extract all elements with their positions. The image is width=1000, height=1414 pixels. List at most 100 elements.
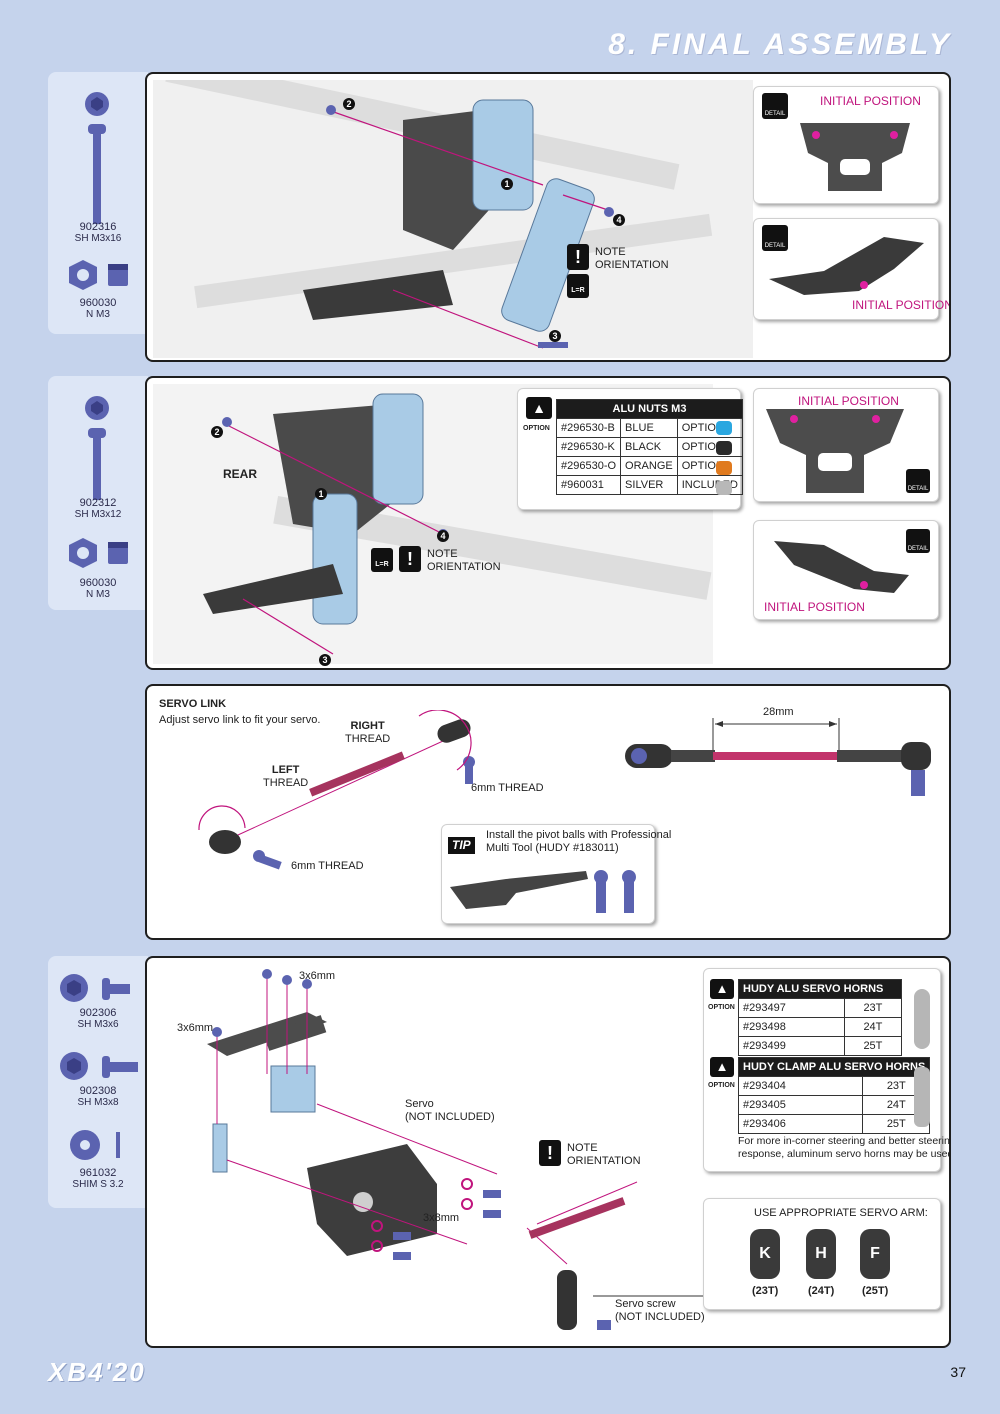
part-code: 902316 [79,221,117,233]
tip-badge: TIP [448,837,475,854]
page-number: 37 [950,1364,966,1380]
part-code: 902306 [79,1007,117,1019]
section-title: 8. FINAL ASSEMBLY [608,28,952,61]
servo-mount-exploded-illustration [207,969,707,1330]
part-desc: SHIM S 3.2 [72,1179,124,1190]
detail-zoom-icon: DETAIL [906,529,930,553]
thread-6mm-lower: 6mm THREAD [291,860,364,872]
note-label: NOTE [595,246,626,258]
step2-panel: REAR 2 1 4 3 L=R ! NOTE ORIENTATION ▲ OP… [145,376,951,670]
servo-arm-f-teeth: (25T) [862,1285,889,1297]
detail-card-arm: DETAIL INITIAL POSITION [753,520,939,620]
callout-1: 1 [501,178,513,190]
callout-3: 3 [549,330,561,342]
part-desc: SH M3x8 [77,1097,119,1108]
callout-4: 4 [613,214,625,226]
callout-2: 2 [343,98,355,110]
tip-card: TIP Install the pivot balls with Profess… [441,824,671,924]
option-label: OPTION [708,1082,735,1089]
servo-link-panel: SERVO LINK Adjust servo link to fit your… [145,684,951,940]
detail-card-shock-tower: DETAIL INITIAL POSITION [753,86,939,204]
detail-zoom-icon: DETAIL [762,225,788,251]
callout-2: 2 [211,426,223,438]
right-thread-label: RIGHT [350,720,385,732]
shock-tower-drawing [766,409,904,493]
nut-swatch-icon [716,461,732,475]
option-label: OPTION [523,425,550,432]
bolt-902306-icon [60,974,130,1002]
left-right-same-icon: L=R [567,274,589,298]
detail-card-shock-tower: INITIAL POSITION DETAIL [753,388,939,502]
note-warning-icon: ! [567,244,589,270]
servo-mount-panel: 3x6mm 3x6mm Servo (NOT INCLUDED) 3x8mm S… [145,956,951,1348]
rear-shock-assembly-illustration [153,80,753,358]
part-desc: N M3 [86,589,110,600]
parts-sidebar-step2: 902312 SH M3x12 960030 N M3 [48,376,148,610]
bolt-902312-icon [85,396,109,500]
left-thread-sub: THREAD [263,777,309,789]
nut-color-swatches [716,421,736,501]
length-28mm: 28mm [763,706,794,718]
servo-arm-h-teeth: (24T) [808,1285,835,1297]
nut-swatch-icon [716,441,732,455]
part-code: 960030 [79,297,117,309]
initial-position-label: INITIAL POSITION [852,298,951,312]
servo-screw-not-included: (NOT INCLUDED) [615,1311,705,1323]
nut-swatch-icon [716,481,732,495]
part-code: 902308 [79,1085,117,1097]
servo-link-title: SERVO LINK [159,698,227,710]
shim-961032-icon [70,1130,120,1160]
callout-1: 1 [315,488,327,500]
parts-sidebar-step1: 902316 SH M3x16 960030 N M3 [48,72,148,334]
detail-zoom-icon: DETAIL [906,469,930,493]
table-title: HUDY ALU SERVO HORNS [738,979,902,999]
screw-3x6-top-label: 3x6mm [299,970,336,982]
detail-card-arm: DETAIL INITIAL POSITION [753,218,949,320]
part-desc: SH M3x16 [74,233,122,244]
table-title: ALU NUTS M3 [556,399,743,419]
part-desc: N M3 [86,309,110,320]
step1-panel: 2 1 4 3 ! NOTE ORIENTATION L=R DETAIL IN… [145,72,951,362]
nut-960030-icon [69,538,128,568]
thread-6mm-upper: 6mm THREAD [471,782,544,794]
option-label: OPTION [708,1004,735,1011]
note-label: NOTE [567,1142,598,1154]
shock-tower-drawing [800,123,910,191]
nut-swatch-icon [716,421,732,435]
callout-4: 4 [437,530,449,542]
suspension-arm-drawing [774,541,909,593]
detail-zoom-icon: DETAIL [762,93,788,119]
nut-960030-icon [69,260,128,290]
bolt-902316-icon [85,92,109,224]
servo-arm-title: USE APPROPRIATE SERVO ARM: [754,1207,928,1219]
screw-3x6-left-label: 3x6mm [177,1022,214,1034]
thumbs-up-icon: ▲ [710,979,734,999]
right-thread-sub: THREAD [345,733,391,745]
note-warning-icon: ! [539,1140,561,1166]
tip-text-line1: Install the pivot balls with Professiona… [486,829,672,841]
servo-screw-label: Servo screw [615,1298,676,1310]
initial-position-label: INITIAL POSITION [820,94,921,108]
note-orientation-label: ORIENTATION [595,259,669,271]
left-right-same-icon: L=R [371,548,393,572]
initial-position-label: INITIAL POSITION [798,394,899,408]
table-title: HUDY CLAMP ALU SERVO HORNS [737,1057,931,1077]
horns-note-line2: response, aluminum servo horns may be us… [738,1148,951,1160]
tip-text-line2: Multi Tool (HUDY #183011) [486,842,619,854]
thumbs-up-icon: ▲ [526,397,552,419]
initial-position-label: INITIAL POSITION [764,600,865,614]
